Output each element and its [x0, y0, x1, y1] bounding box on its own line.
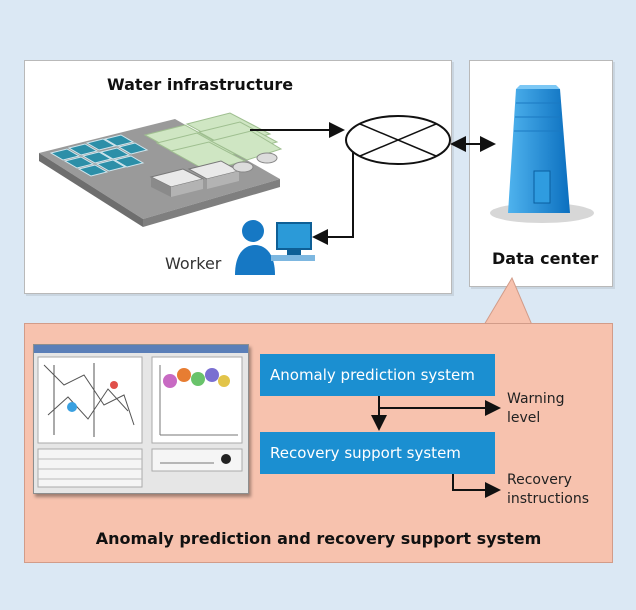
software-screenshot — [33, 344, 249, 494]
server-icon — [490, 85, 594, 223]
warning-line-1: Warning — [507, 391, 565, 407]
network-hub-icon — [345, 115, 451, 165]
recovery-line-2: instructions — [507, 491, 589, 507]
data-center-panel: Data center — [469, 60, 613, 287]
warning-line-2: level — [507, 410, 541, 426]
water-infrastructure-panel: Water infrastructure — [24, 60, 452, 294]
recovery-support-system-box: Recovery support system — [260, 432, 495, 474]
support-system-panel: Anomaly prediction system Recovery suppo… — [24, 323, 613, 563]
recovery-instructions-output: Recovery instructions — [507, 471, 589, 509]
anomaly-prediction-system-box: Anomaly prediction system — [260, 354, 495, 396]
recovery-line-1: Recovery — [507, 472, 572, 488]
support-flow-arrows — [371, 396, 501, 498]
worker-label: Worker — [165, 254, 222, 273]
software-screenshot-image — [34, 345, 248, 488]
support-system-title: Anomaly prediction and recovery support … — [95, 529, 542, 548]
data-center-title: Data center — [492, 249, 599, 268]
water-plant-illustration — [39, 112, 283, 227]
infrastructure-title: Water infrastructure — [107, 75, 294, 94]
warning-level-output: Warning level — [507, 390, 565, 428]
worker-icon — [235, 220, 315, 275]
